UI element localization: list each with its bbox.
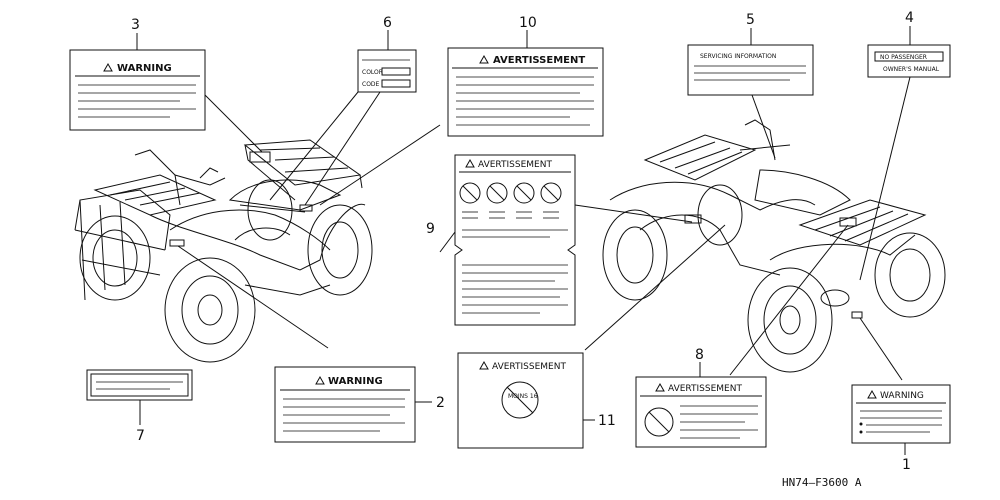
atv-right-illustration: [602, 119, 946, 373]
callout-4: 4: [905, 10, 914, 26]
svg-text:SERVICING INFORMATION: SERVICING INFORMATION: [700, 53, 776, 60]
svg-text:AVERTISSEMENT: AVERTISSEMENT: [492, 362, 566, 372]
svg-text:WARNING: WARNING: [328, 376, 383, 387]
diagram-code: HN74—F3600 A: [782, 476, 862, 489]
svg-text:WARNING: WARNING: [117, 63, 172, 74]
label-1-warning: WARNING: [851, 384, 951, 444]
svg-text:AVERTISSEMENT: AVERTISSEMENT: [493, 55, 585, 66]
label-5-servicing-information: SERVICING INFORMATION: [687, 44, 814, 96]
callout-6: 6: [383, 15, 392, 31]
label-2-warning: WARNING: [274, 366, 416, 443]
callout-5: 5: [746, 12, 755, 28]
leader-lines: [136, 26, 911, 455]
callout-2: 2: [436, 395, 445, 411]
callout-11: 11: [598, 413, 616, 429]
label-7-blank: [86, 369, 193, 401]
svg-text:MOINS 16: MOINS 16: [508, 393, 538, 400]
callout-7: 7: [136, 428, 145, 444]
label-3-warning: WARNING: [69, 49, 206, 131]
svg-text:WARNING: WARNING: [880, 391, 924, 401]
atv-left-illustration: [74, 139, 373, 363]
label-4-no-passenger: NO PASSENGER OWNER'S MANUAL: [867, 44, 951, 78]
label-6-color-code: COLOR CODE: [357, 49, 417, 93]
callout-9: 9: [426, 221, 435, 237]
callout-numbers: 1 2 3 4 5 6 7 8 9 10 11: [131, 10, 914, 473]
svg-text:AVERTISSEMENT: AVERTISSEMENT: [478, 160, 552, 170]
label-9-avertissement-pictograms: AVERTISSEMENT: [454, 154, 576, 326]
label-8-avertissement: AVERTISSEMENT: [635, 376, 767, 448]
svg-text:CODE: CODE: [362, 81, 380, 88]
svg-text:OWNER'S MANUAL: OWNER'S MANUAL: [883, 66, 940, 73]
svg-text:AVERTISSEMENT: AVERTISSEMENT: [668, 384, 742, 394]
callout-8: 8: [695, 347, 704, 363]
svg-text:COLOR: COLOR: [362, 69, 383, 76]
label-10-avertissement: AVERTISSEMENT: [447, 47, 604, 137]
svg-text:NO PASSENGER: NO PASSENGER: [880, 54, 927, 61]
callout-3: 3: [131, 17, 140, 33]
label-11-avertissement-age: AVERTISSEMENT MOINS 16: [457, 352, 584, 449]
callout-10: 10: [519, 15, 537, 31]
callout-1: 1: [902, 457, 911, 473]
